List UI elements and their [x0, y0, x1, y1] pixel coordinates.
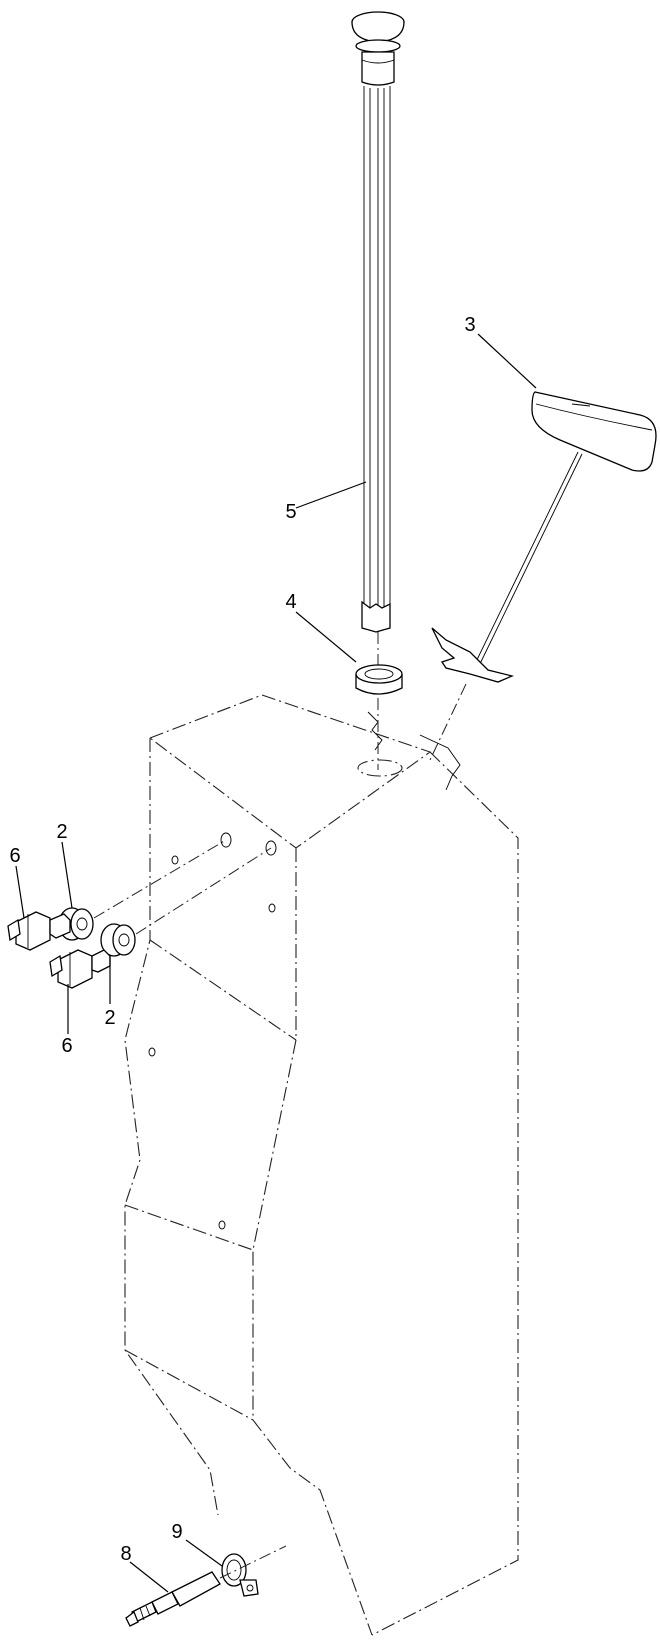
outlet-centerline	[219, 1545, 287, 1579]
upper-fitting-centerline	[93, 839, 227, 919]
hose-barb	[125, 1571, 221, 1627]
hose-clamp	[221, 1553, 259, 1597]
grommet-lower	[100, 923, 136, 957]
lower-fitting-centerline	[135, 847, 272, 935]
sending-unit-tube	[351, 11, 405, 633]
callout-5: 5	[285, 501, 296, 523]
leader-3	[477, 333, 537, 389]
callout-8: 8	[120, 1543, 131, 1565]
gauge-centerline	[429, 683, 467, 761]
leader-2-top	[61, 841, 73, 909]
callout-6-top: 6	[9, 845, 20, 867]
callout-3: 3	[464, 314, 475, 336]
leader-9	[185, 1539, 223, 1567]
callout-4: 4	[285, 591, 296, 613]
callout-9: 9	[171, 1521, 182, 1543]
leader-8	[129, 1561, 169, 1593]
callout-6-bottom: 6	[61, 1035, 72, 1057]
fuel-gauge	[431, 391, 657, 683]
callout-2-bottom: 2	[104, 1007, 115, 1029]
tank-outline	[124, 694, 519, 1636]
leader-6-top	[15, 865, 25, 919]
leader-4	[295, 611, 357, 663]
grommet	[355, 664, 403, 695]
leader-5	[295, 481, 367, 509]
elbow-fitting-upper	[7, 911, 71, 951]
elbow-fitting-lower	[49, 949, 111, 989]
callout-2-top: 2	[56, 821, 67, 843]
